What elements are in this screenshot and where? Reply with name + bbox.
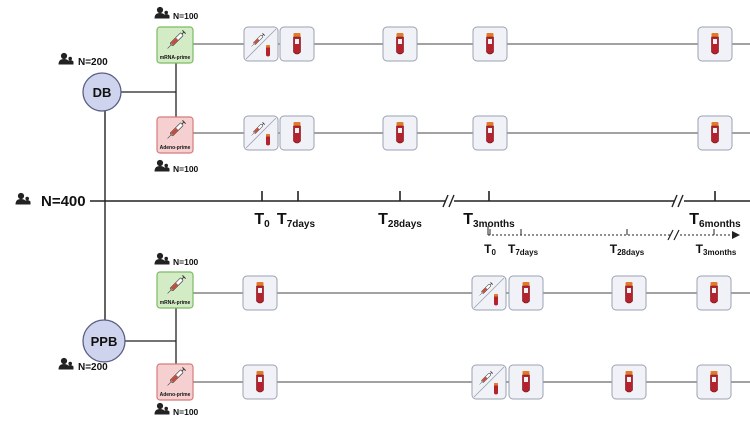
blood-tube-icon [266,134,270,146]
secondary-axis-label: T7days [508,242,539,257]
blood-tube-icon [396,32,404,55]
prime-box [156,363,194,401]
prime-label: mRNA-prime [160,55,191,61]
secondary-time-axis: T0 T7days T28days T3months [484,226,740,257]
blood-tube-icon [486,32,494,55]
arm-mrna-prime: N=100 mRNA-prime [154,6,750,64]
blood-tube-icon [266,45,270,57]
arm-adeno-prime: N=100 Adeno-prime [154,363,750,417]
blood-draw-marker [279,115,315,151]
blood-tube-icon [711,32,719,55]
root-count: N=400 [41,193,86,210]
main-time-axis: T0 T7days T28days T3months T6months [90,191,750,230]
arm-count: N=100 [173,257,199,267]
vaccine-and-tube-marker [471,364,507,400]
blood-draw-marker [611,275,647,311]
person-icon [154,402,170,415]
group-node [82,72,122,112]
blood-draw-marker [279,26,315,62]
prime-box [156,26,194,64]
blood-draw-marker [242,364,278,400]
vaccine-and-tube-marker [471,275,507,311]
prime-box [156,116,194,154]
person-icon [154,252,170,265]
root-node: N=400 [15,192,86,210]
blood-draw-marker [472,115,508,151]
prime-label: Adeno-prime [160,145,191,151]
blood-tube-icon [522,370,530,393]
blood-tube-icon [494,294,498,306]
prime-label: mRNA-prime [160,300,191,306]
arm-mrna-prime: N=100 mRNA-prime [154,252,750,311]
axis-break [667,229,680,241]
vaccine-and-tube-marker [243,26,279,62]
blood-draw-marker [697,26,733,62]
blood-draw-marker [382,26,418,62]
blood-tube-icon [494,383,498,395]
group-node [82,319,126,363]
group-name: PPB [91,334,118,349]
person-icon [15,192,31,205]
blood-tube-icon [522,281,530,304]
prime-box [156,271,194,309]
person-icon [58,357,74,370]
axis-break [671,194,684,208]
blood-tube-icon [710,281,718,304]
main-axis-label: T3months [463,211,515,230]
person-icon [154,6,170,19]
arm-count: N=100 [173,407,199,417]
blood-draw-marker [472,26,508,62]
arm-adeno-prime: N=100 Adeno-prime [154,115,750,174]
blood-tube-icon [711,121,719,144]
blood-tube-icon [256,370,264,393]
person-icon [154,159,170,172]
main-axis-label: T6months [689,211,741,230]
blood-tube-icon [486,121,494,144]
blood-tube-icon [625,370,633,393]
blood-draw-marker [611,364,647,400]
blood-tube-icon [256,281,264,304]
blood-draw-marker [696,275,732,311]
group-count: N=200 [78,362,108,373]
arm-count: N=100 [173,164,199,174]
secondary-axis-label: T3months [696,242,737,257]
axis-break [442,194,455,208]
group-name: DB [93,85,112,100]
person-icon [58,52,74,65]
blood-tube-icon [396,121,404,144]
blood-tube-icon [293,121,301,144]
blood-draw-marker [382,115,418,151]
prime-label: Adeno-prime [160,392,191,398]
blood-draw-marker [508,275,544,311]
main-axis-label: T7days [277,211,316,230]
blood-tube-icon [710,370,718,393]
blood-tube-icon [293,32,301,55]
blood-draw-marker [242,275,278,311]
vaccine-and-tube-marker [243,115,279,151]
group-count: N=200 [78,57,108,68]
blood-draw-marker [508,364,544,400]
main-axis-label: T28days [378,211,422,230]
blood-draw-marker [697,115,733,151]
blood-draw-marker [696,364,732,400]
arm-count: N=100 [173,11,199,21]
main-axis-label: T0 [254,211,270,230]
secondary-axis-label: T0 [484,242,496,257]
secondary-axis-label: T28days [610,242,645,257]
blood-tube-icon [625,281,633,304]
